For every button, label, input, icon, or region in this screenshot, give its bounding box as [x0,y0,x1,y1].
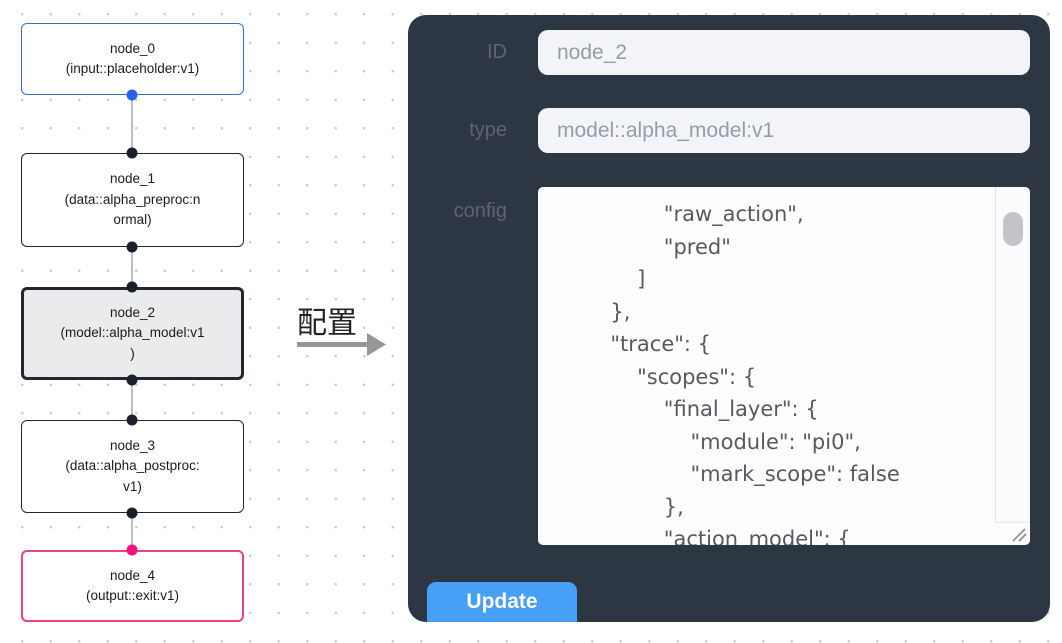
node-title: node_2 [109,304,156,320]
node-type-line: ormal) [113,212,152,228]
graph-node-node_0[interactable]: node_0 (input::placeholder:v1) [21,23,244,95]
id-input[interactable] [538,30,1030,75]
config-textarea[interactable]: "raw_action", "pred" ] }, "trace": { "sc… [538,187,1030,545]
node-title: node_1 [109,171,156,187]
port-node_3-output[interactable] [126,507,138,519]
node-type-line: (input::placeholder:v1) [65,61,200,76]
node-type-line: ) [130,345,135,361]
type-input[interactable] [538,108,1030,153]
node-config-panel: ID type config "raw_action", "pred" ] },… [408,15,1050,622]
node-title: node_3 [109,437,156,453]
configure-relation-label: 配置 [297,307,357,340]
node-type-line: (data::alpha_postproc: [65,458,200,474]
graph-node-node_1[interactable]: node_1 (data::alpha_preproc:n ormal) [21,153,244,247]
port-node_3-input[interactable] [126,414,138,426]
port-node_0-output[interactable] [126,89,138,101]
type-field-label: type [469,119,507,141]
resize-grip-icon [1012,528,1027,542]
port-node_1-input[interactable] [126,147,138,159]
update-button[interactable]: Update [427,582,577,622]
port-node_2-output[interactable] [126,374,138,386]
right-arrow-icon [297,333,386,356]
config-scrollbar-thumb[interactable] [1003,212,1023,246]
graph-node-node_4[interactable]: node_4 (output::exit:v1) [21,550,244,622]
port-node_1-output[interactable] [126,241,138,253]
graph-node-node_3[interactable]: node_3 (data::alpha_postproc: v1) [21,420,244,513]
graph-node-node_2-selected[interactable]: node_2 (model::alpha_model:v1 ) [21,287,244,380]
config-field-label: config [453,200,507,222]
textarea-resize-handle[interactable] [995,522,1030,545]
node-type-line: (output::exit:v1) [85,588,180,603]
port-node_2-input[interactable] [126,281,138,293]
node-title: node_4 [109,567,156,583]
node-type-line: v1) [123,478,142,494]
node-type-line: (data::alpha_preproc:n [64,191,201,207]
node-title: node_0 [109,40,156,56]
config-scrollbar-track[interactable] [995,187,1030,522]
node-type-line: (model::alpha_model:v1 [60,325,205,341]
port-node_4-input[interactable] [126,544,138,556]
config-json-content: "raw_action", "pred" ] }, "trace": { "sc… [610,202,900,545]
id-field-label: ID [487,41,507,63]
